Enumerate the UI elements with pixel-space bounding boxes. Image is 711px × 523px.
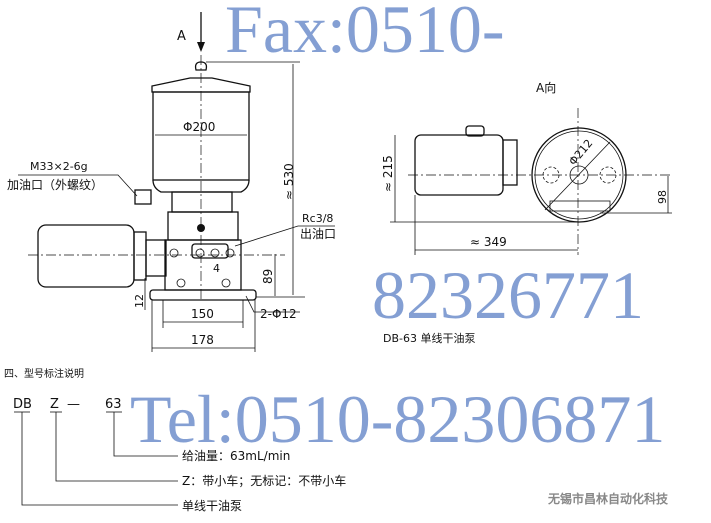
dim-phi212: Φ212 (566, 137, 595, 168)
model-legend: 四、型号标注说明 DB Z — 63 给油量：63mL/min Z：带小车；无标… (4, 367, 346, 513)
motor (37, 224, 135, 288)
dim-12: 12 (133, 294, 146, 308)
side-view-caption: DB-63 单线干油泵 (383, 331, 475, 345)
code-z: Z (50, 397, 59, 412)
base-plate (149, 289, 257, 301)
legend-heading: 四、型号标注说明 (4, 367, 84, 380)
dim-349: ≈ 349 (470, 235, 507, 249)
side-view-title: A向 (536, 80, 556, 95)
fill-port-label: 加油口（外螺纹） (7, 178, 103, 192)
code-dash: — (67, 397, 80, 412)
dim-98: 98 (656, 190, 669, 204)
company-name: 无锡市昌林自动化科技 (547, 491, 669, 506)
outlet-thread: Rc3/8 (302, 212, 333, 225)
code-db: DB (13, 397, 32, 412)
dim-150: 150 (191, 307, 214, 321)
watermark-tel: Tel:0510-82306871 (130, 381, 665, 457)
dim-215: ≈ 215 (381, 155, 395, 192)
watermark-fax-line-2: 82326771 (372, 257, 644, 333)
dim-530: ≈ 530 (282, 163, 296, 200)
dim-178: 178 (191, 333, 214, 347)
motor-side (414, 134, 504, 196)
view-arrow-label: A (177, 29, 186, 44)
front-view: A Φ200 M33×2-6g 加油口（外螺纹） Rc3/8 出油口 4 ≈ 5… (7, 12, 336, 352)
desc-trolley: Z：带小车；无标记：不带小车 (182, 473, 346, 488)
side-view-a: A向 Φ212 ≈ 215 ≈ 349 98 DB-63 单线干油泵 (381, 80, 672, 345)
pump-neck (171, 191, 233, 213)
watermark-fax-line-1: Fax:0510- (225, 0, 505, 67)
outlet-label: 出油口 (300, 227, 336, 241)
desc-flow: 给油量：63mL/min (182, 449, 290, 463)
fill-port-thread: M33×2-6g (30, 160, 88, 173)
watermark-fax: Fax:0510- 82326771 (225, 0, 644, 333)
dim-mount-holes: 2-Φ12 (260, 307, 297, 321)
dim-phi200: Φ200 (183, 120, 215, 134)
dim-4: 4 (213, 262, 220, 275)
desc-pump: 单线干油泵 (182, 499, 242, 513)
fill-port (134, 189, 152, 205)
code-63: 63 (105, 397, 122, 412)
tank-lid (151, 77, 251, 93)
dim-89: 89 (261, 269, 275, 284)
view-arrow-head (197, 42, 205, 52)
